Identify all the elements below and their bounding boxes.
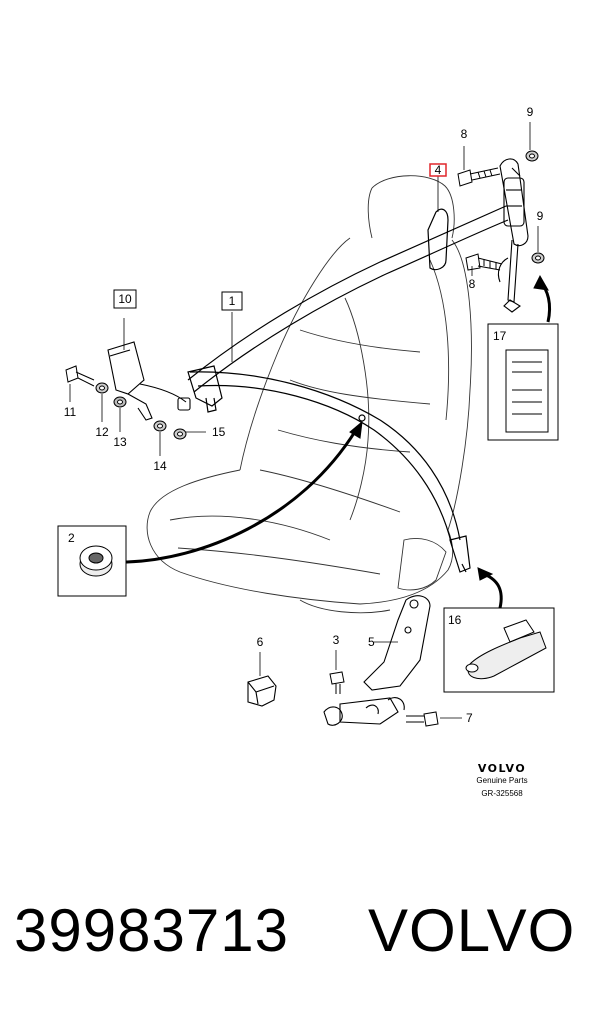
callout-box-4: 4: [429, 163, 447, 177]
detail-box-16: [443, 567, 555, 693]
callout-9-upper: 9: [527, 105, 534, 119]
callout-5: 5: [368, 635, 375, 649]
svg-text:1: 1: [229, 294, 236, 308]
callout-box-10: 10: [113, 289, 137, 309]
leader-lines: [69, 122, 539, 719]
diagram-brand: VOLVO: [478, 762, 526, 775]
bolt-7: [406, 711, 439, 727]
washer-12: [95, 382, 109, 394]
belt-webbing: [187, 205, 509, 573]
callout-14: 14: [153, 459, 167, 473]
drawing-code: GR-325568: [481, 789, 523, 798]
callout-3: 3: [333, 633, 340, 647]
detail-box-2: [57, 420, 363, 597]
callout-13: 13: [113, 435, 127, 449]
detail-box-17: [487, 274, 559, 441]
washer-9-upper: [525, 150, 539, 162]
washer-13: [113, 396, 127, 408]
buckle-10: [107, 341, 191, 421]
callout-12: 12: [95, 425, 109, 439]
bracket-5: [323, 595, 431, 726]
bolt-8-upper: [457, 167, 501, 187]
callout-9-lower: 9: [537, 209, 544, 223]
callout-box-1: 1: [221, 291, 243, 311]
seat-outline: [146, 175, 472, 614]
washer-15: [173, 428, 187, 440]
bolt-3: [329, 671, 345, 694]
callout-8-lower: 8: [469, 277, 476, 291]
callout-7: 7: [466, 711, 473, 725]
callout-6: 6: [257, 635, 264, 649]
svg-text:10: 10: [118, 292, 132, 306]
belt-retractor: [497, 158, 529, 313]
callout-15: 15: [212, 425, 226, 439]
brand-name: VOLVO: [368, 897, 576, 964]
diagram-brand-sub: Genuine Parts: [476, 776, 527, 785]
washer-14: [153, 420, 167, 432]
callout-2: 2: [68, 531, 75, 545]
part-number: 39983713: [14, 897, 289, 964]
callout-17: 17: [493, 329, 507, 343]
callout-16: 16: [448, 613, 462, 627]
callout-11: 11: [64, 405, 77, 419]
seatbelt-parts-diagram: 1 10 4 2 3 5 6 7 8 8 9 9 11 12 13 14 15 …: [57, 105, 559, 798]
bolt-8-lower: [465, 253, 503, 271]
bolt-11: [65, 365, 95, 387]
cover-6: [247, 675, 277, 707]
washer-9-lower: [531, 252, 545, 264]
callout-8-upper: 8: [461, 127, 468, 141]
svg-text:4: 4: [435, 163, 442, 177]
